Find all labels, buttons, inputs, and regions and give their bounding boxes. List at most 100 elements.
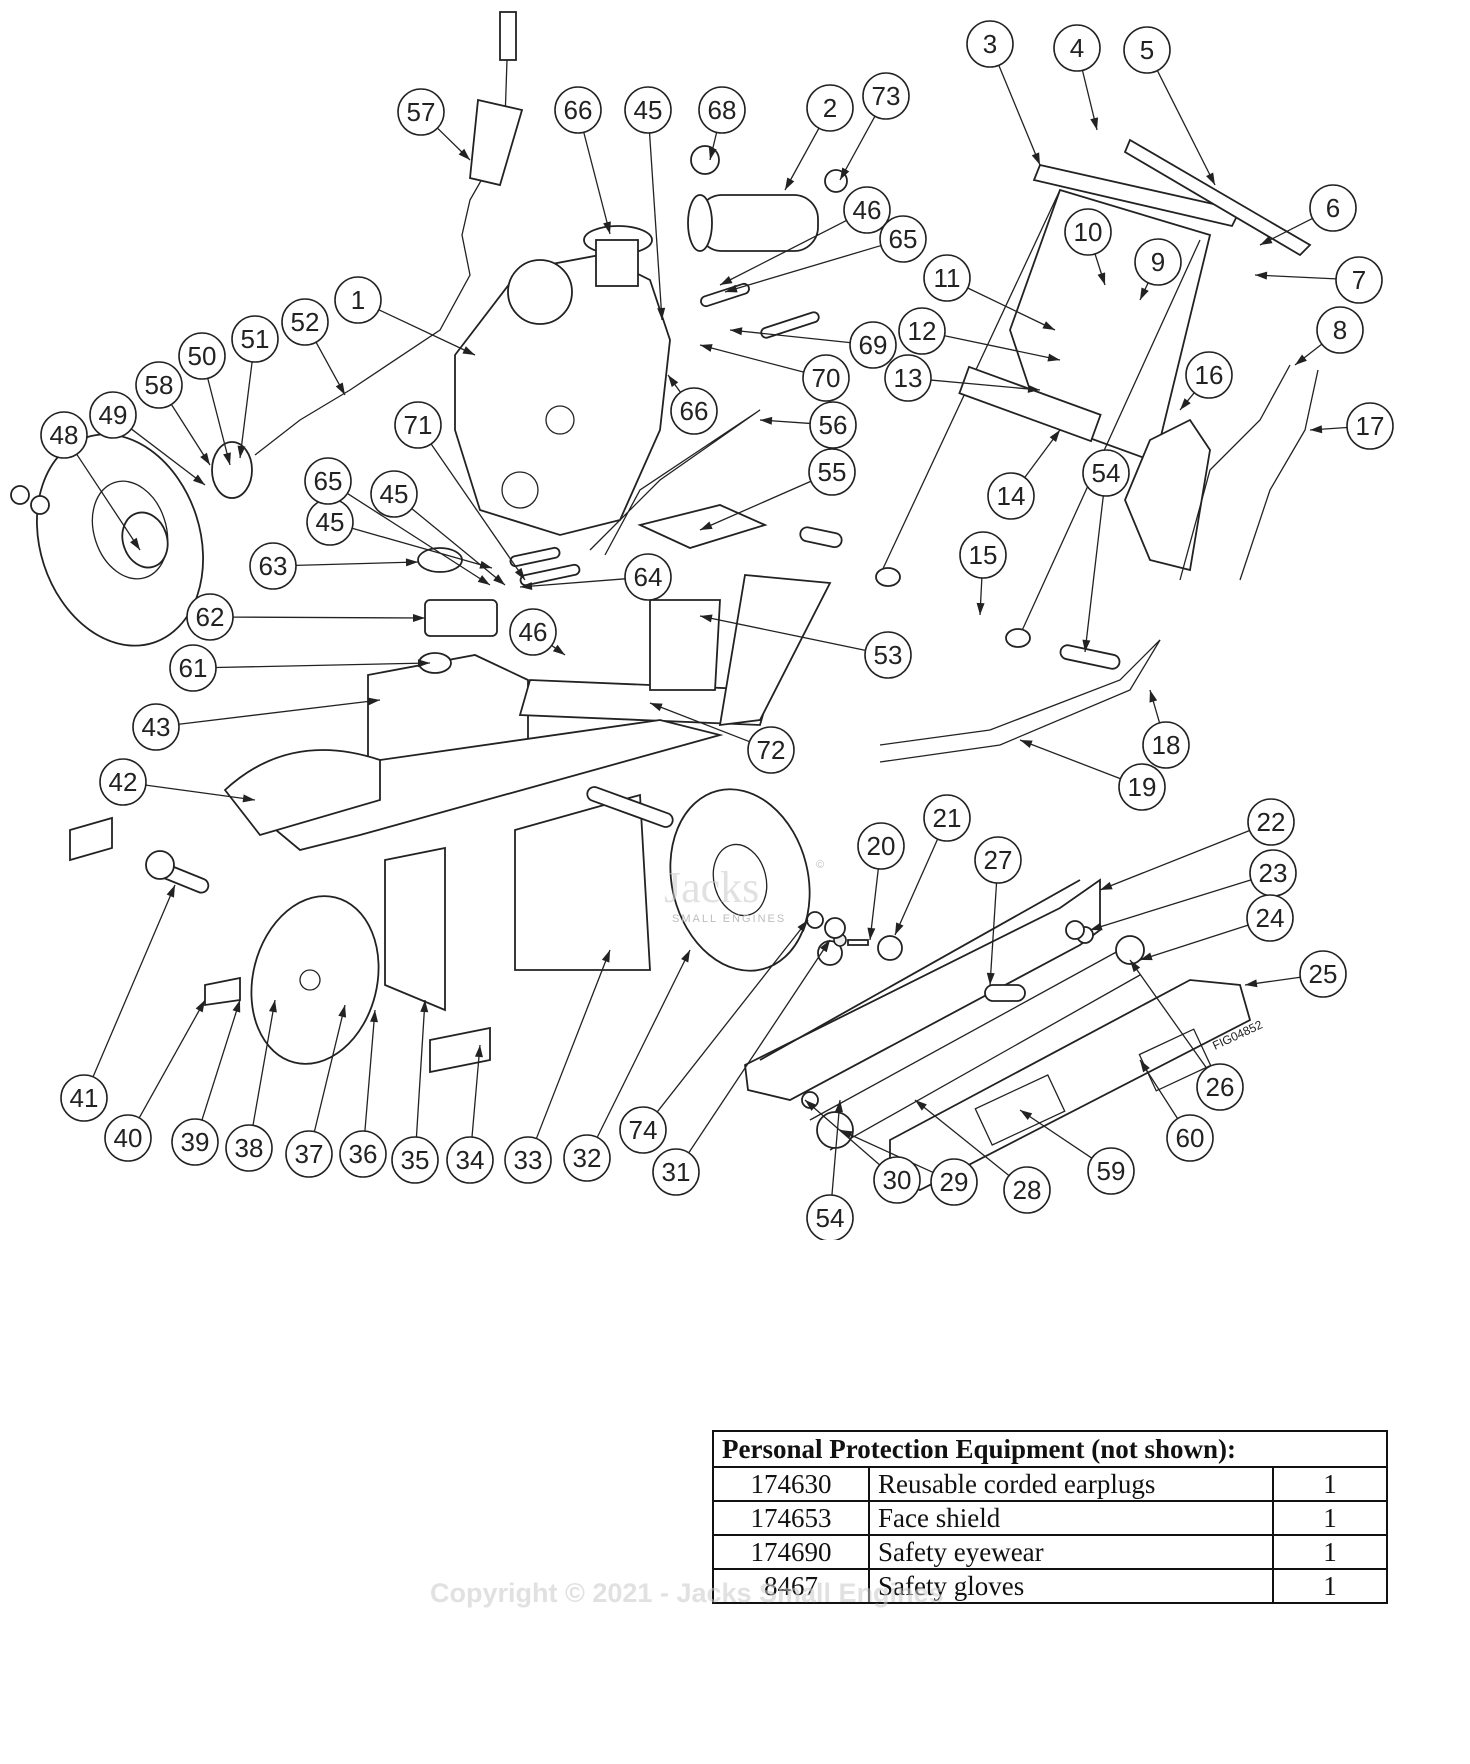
callout-number: 54 [1092,458,1121,488]
callout-7: 7 [1254,256,1383,304]
callout-36: 36 [339,1009,387,1178]
callout-circle [1166,1114,1214,1162]
callout-32: 32 [563,949,691,1182]
leader-line [1156,70,1216,186]
callout-number: 19 [1128,772,1157,802]
leader-arrow [730,327,743,336]
callout-number: 17 [1356,411,1385,441]
leader-line [648,132,663,321]
callout-41: 41 [60,884,176,1122]
callout-number: 12 [908,316,937,346]
leader-line [252,999,276,1126]
callout-30: 30 [804,1099,921,1204]
callout-11: 11 [923,254,1056,331]
callout-number: 10 [1074,217,1103,247]
callout-circle [285,1130,333,1178]
leader-arrow [1206,172,1215,185]
callout-circle [1064,208,1112,256]
callout-number: 23 [1259,858,1288,888]
callout-circle [391,1136,439,1184]
ppe-table: Personal Protection Equipment (not shown… [712,1430,1388,1604]
leader-line [699,615,866,651]
leader-arrow [195,1000,205,1013]
callout-61: 61 [169,644,431,692]
callout-circle [40,411,88,459]
callout-number: 45 [634,95,663,125]
callout-circle [987,472,1035,520]
callout-circle [509,608,557,656]
callout-25: 25 [1244,950,1347,998]
callout-circle [806,1194,854,1240]
callout-number: 34 [456,1145,485,1175]
callout-circle [670,387,718,435]
callout-number: 73 [872,81,901,111]
part-qty: 1 [1272,1534,1388,1570]
callout-15: 15 [959,531,1007,616]
callout-54: 54 [806,1099,854,1240]
callout-52: 52 [281,298,346,396]
leader-line [411,508,506,586]
callout-3: 3 [966,20,1041,166]
callout-circle [849,321,897,369]
callout-circle [1309,184,1357,232]
callout-circle [554,86,602,134]
callout-circle [974,836,1022,884]
callout-number: 1 [351,285,365,315]
callout-number: 48 [50,420,79,450]
callout-number: 55 [818,457,847,487]
part-number: 174653 [712,1500,870,1536]
callout-number: 66 [680,396,709,426]
callout-number: 57 [407,97,436,127]
leader-line [699,344,804,373]
leader-arrow [1031,152,1040,165]
part-qty: 1 [1272,1500,1388,1536]
leader-line [930,379,1041,391]
callout-number: 39 [181,1127,210,1157]
callout-circle [923,254,971,302]
callout-14: 14 [987,429,1061,520]
callout-49: 49 [89,391,206,486]
callout-46: 46 [509,608,566,656]
table-row: 174630 Reusable corded earplugs 1 [712,1466,1388,1502]
callout-number: 5 [1140,35,1154,65]
leader-line [1089,879,1252,931]
leader-line [998,65,1041,166]
jacks-logo-watermark: Jacks SMALL ENGINES © [664,859,824,925]
callout-circle [1087,1147,1135,1195]
callout-number: 18 [1152,730,1181,760]
callout-number: 53 [874,640,903,670]
leader-arrow [130,537,140,550]
callout-circle [1346,402,1394,450]
callout-circle [178,332,226,380]
callout-number: 28 [1013,1175,1042,1205]
leader-arrow [520,582,533,591]
leader-line [232,616,426,619]
callout-number: 51 [241,324,270,354]
callout-31: 31 [652,939,831,1196]
callout-45: 45 [370,470,506,586]
callout-number: 16 [1195,360,1224,390]
table-row: 174653 Face shield 1 [712,1500,1388,1536]
leader-arrow [1310,425,1323,434]
logo-sub: SMALL ENGINES [672,913,786,925]
leader-line [1099,829,1250,891]
callout-number: 14 [997,481,1026,511]
leader-arrow [1295,354,1307,365]
callout-54: 54 [1082,449,1130,653]
leader-arrow [242,794,255,803]
callout-29: 29 [839,1129,978,1206]
callout-circle [1185,351,1233,399]
callout-59: 59 [1019,1109,1135,1195]
callout-circle [1316,306,1364,354]
callout-circle [898,307,946,355]
callout-circle [1082,449,1130,497]
callout-circle [1003,1166,1051,1214]
leader-line [313,1004,346,1132]
leader-arrow [1100,881,1113,890]
leader-line [944,335,1061,361]
leader-line [596,949,691,1138]
callout-number: 31 [662,1157,691,1187]
leader-arrow [650,703,663,712]
leader-line [656,919,809,1113]
callout-33: 33 [504,949,611,1184]
